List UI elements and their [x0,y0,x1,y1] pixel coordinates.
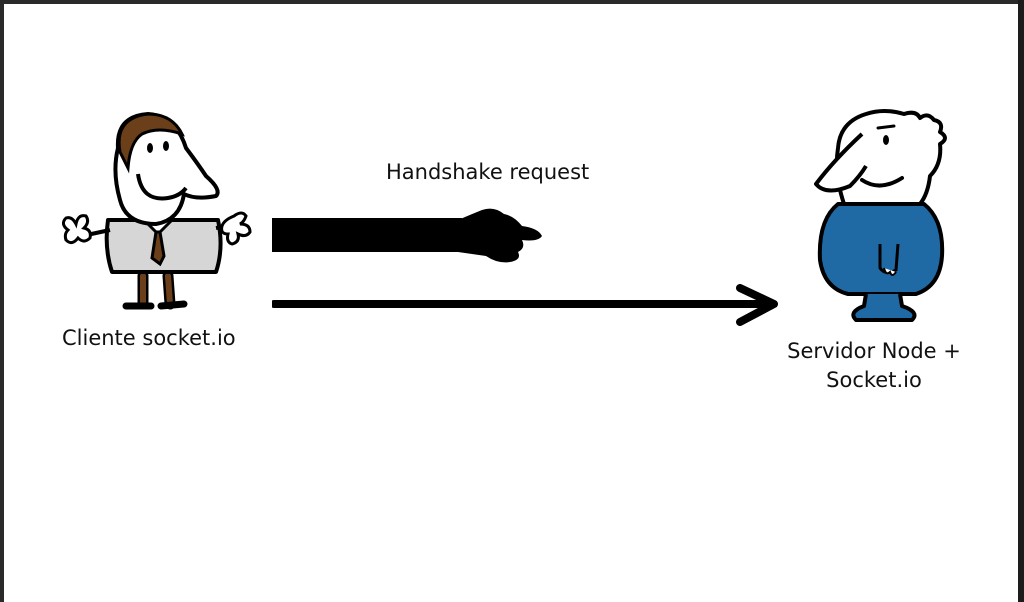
server-label-line-2: Socket.io [826,368,922,392]
server-cartoon-figure-icon [814,109,947,322]
client-label: Cliente socket.io [62,326,236,350]
window-edge [1018,0,1024,602]
server-label-line-1: Servidor Node + [787,339,961,363]
arrow-right-icon [272,284,778,326]
server-label: Servidor Node + Socket.io [784,337,964,395]
slide: Handshake request Cliente socket.io Serv… [4,4,1018,602]
outstretched-hand-icon [272,208,542,263]
handshake-request-label: Handshake request [386,160,590,184]
client-cartoon-figure-icon [61,112,252,310]
